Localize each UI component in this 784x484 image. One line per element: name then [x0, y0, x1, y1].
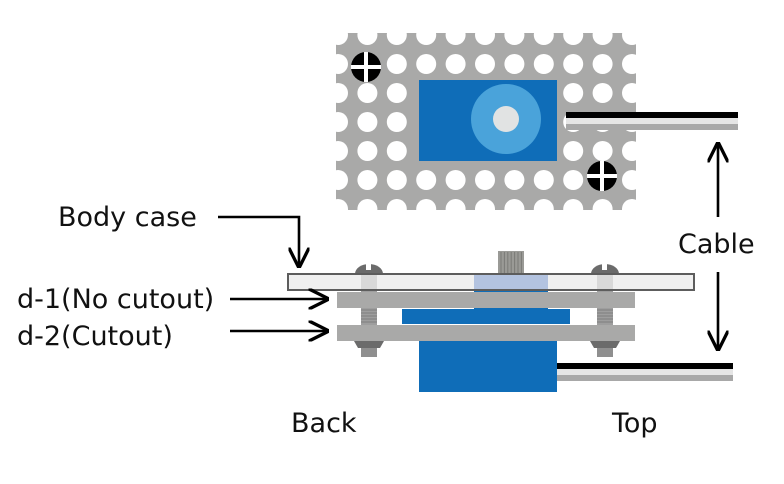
- servo-output-spline: [498, 251, 524, 275]
- label-d2: d-2(Cutout): [17, 321, 173, 352]
- perforation-hole: [533, 170, 554, 190]
- cable-wire-black: [557, 363, 733, 369]
- perforation-hole: [445, 170, 466, 190]
- perforation-hole: [533, 54, 554, 74]
- perforation-hole: [357, 170, 378, 190]
- label-body-case: Body case: [58, 202, 197, 233]
- nut-left: [354, 341, 384, 357]
- phillips-screw-icon: [351, 52, 381, 82]
- perforation-hole: [592, 33, 613, 45]
- perforation-hole: [563, 199, 584, 210]
- servo-horn-center: [493, 106, 519, 132]
- perforation-hole: [357, 199, 378, 210]
- perforation-hole: [386, 83, 407, 103]
- perforation-hole: [622, 141, 636, 161]
- perforation-hole: [622, 33, 636, 45]
- perforation-hole: [533, 33, 554, 45]
- perforation-hole: [416, 54, 437, 74]
- perforation-hole: [336, 199, 348, 210]
- perforation-hole: [592, 141, 613, 161]
- nut-right: [590, 341, 620, 357]
- label-back: Back: [291, 408, 357, 439]
- perforation-hole: [445, 199, 466, 210]
- perforation-hole: [386, 54, 407, 74]
- perforation-hole: [386, 170, 407, 190]
- perforation-hole: [475, 170, 495, 190]
- callouts: Body case d-1(No cutout) d-2(Cutout) Cab…: [17, 144, 755, 439]
- perforation-hole: [533, 199, 554, 210]
- perforation-hole: [475, 199, 495, 210]
- plate-d2: [337, 325, 635, 341]
- perforation-hole: [563, 33, 584, 45]
- perforation-hole: [386, 141, 407, 161]
- perforation-hole: [386, 199, 407, 210]
- perforation-hole: [504, 54, 525, 74]
- perforation-hole: [592, 54, 613, 74]
- perforation-hole: [475, 54, 495, 74]
- cable-wire-gray: [566, 124, 738, 130]
- perforation-hole: [563, 83, 584, 103]
- body-case-leader-arrow: [218, 215, 299, 266]
- perforation-hole: [563, 54, 584, 74]
- perforation-hole: [622, 199, 636, 210]
- perforation-hole: [336, 170, 348, 190]
- perforation-hole: [336, 141, 348, 161]
- perforation-hole: [357, 83, 378, 103]
- perforation-hole: [386, 112, 407, 132]
- perforation-hole: [386, 33, 407, 45]
- label-cable: Cable: [678, 229, 755, 260]
- perforation-hole: [475, 33, 495, 45]
- cable-wire-white: [557, 369, 733, 375]
- perforation-hole: [563, 141, 584, 161]
- perforation-hole: [504, 170, 525, 190]
- label-top: Top: [611, 408, 658, 439]
- perforation-hole: [445, 33, 466, 45]
- perforation-hole: [592, 199, 613, 210]
- perforation-hole: [563, 170, 584, 190]
- perforation-hole: [416, 170, 437, 190]
- perforation-hole: [336, 33, 348, 45]
- back-cable: [557, 363, 733, 381]
- screw-through-case-left: [361, 275, 377, 289]
- servo-body-lower: [419, 335, 557, 392]
- perforation-hole: [622, 170, 636, 190]
- servo-flange: [402, 309, 570, 324]
- top-cable: [566, 112, 738, 130]
- screw-head-right: [591, 262, 619, 274]
- perforation-hole: [336, 54, 348, 74]
- perforation-hole: [357, 141, 378, 161]
- perforation-hole: [336, 83, 348, 103]
- perforation-hole: [357, 33, 378, 45]
- perforation-hole: [416, 33, 437, 45]
- plate-d1: [337, 292, 635, 308]
- perforation-hole: [592, 83, 613, 103]
- screw-head-left: [355, 262, 383, 274]
- perforation-hole: [622, 83, 636, 103]
- perforation-hole: [416, 199, 437, 210]
- perforation-hole: [504, 199, 525, 210]
- top-view: [336, 33, 738, 210]
- perforation-hole: [622, 54, 636, 74]
- cable-wire-black: [566, 112, 738, 118]
- perforation-holes: [336, 33, 636, 210]
- cable-wire-gray: [557, 375, 733, 381]
- label-d1: d-1(No cutout): [17, 284, 214, 315]
- back-view: [287, 251, 733, 392]
- perforation-hole: [357, 112, 378, 132]
- perforation-hole: [445, 54, 466, 74]
- body-case-window: [474, 275, 548, 289]
- cable-wire-white: [566, 118, 738, 124]
- screw-through-case-right: [597, 275, 613, 289]
- perforation-hole: [336, 112, 348, 132]
- perforation-hole: [504, 33, 525, 45]
- phillips-screw-icon: [587, 161, 617, 191]
